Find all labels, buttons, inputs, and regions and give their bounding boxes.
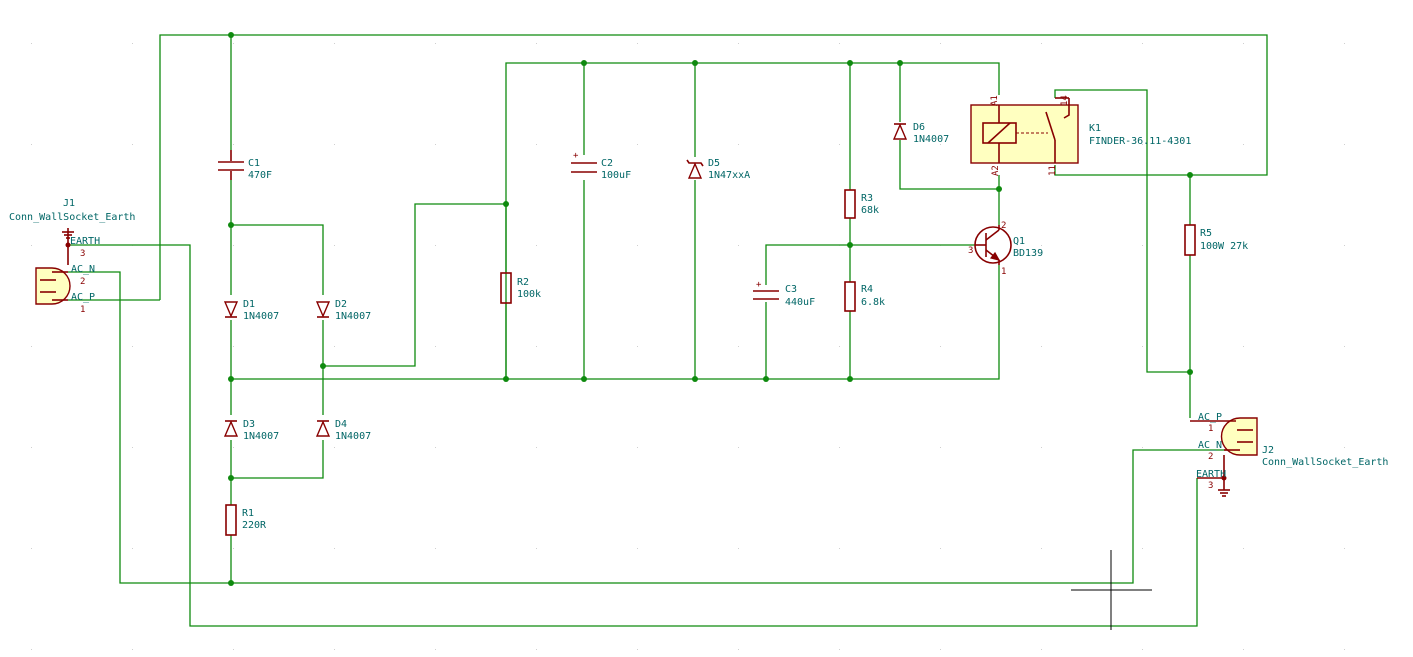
j1-pin2: 2 [80,277,85,287]
d5-value: 1N47xxA [708,170,750,181]
svg-text:+: + [573,151,579,161]
j2-acn-label: AC_N [1198,440,1222,451]
resistor-r3[interactable]: R3 68k [844,189,879,219]
resistor-r5[interactable]: R5 100W 27k [1184,224,1248,256]
d2-value: 1N4007 [335,311,371,322]
diode-d2[interactable]: D2 1N4007 [315,299,371,322]
d4-value: 1N4007 [335,431,371,442]
wires [68,34,1268,627]
wire-rect-out [323,203,506,367]
crosshair-cursor-icon [1071,550,1152,630]
connector-j2[interactable]: J2 Conn_WallSocket_Earth AC_P 1 AC_N 2 E… [1190,412,1388,497]
wire-c1-d2 [231,224,324,295]
r3-value: 68k [861,205,879,216]
r4-ref: R4 [861,284,873,295]
d3-ref: D3 [243,419,255,430]
c1-ref: C1 [248,158,260,169]
wire-j1-acn [68,271,1230,584]
wire-d6-bot [899,140,1000,190]
wire-k1-11 [1054,165,1190,176]
j2-value: Conn_WallSocket_Earth [1262,457,1388,468]
k1-pin-14: 14 [1060,95,1070,106]
relay-k1[interactable]: A1 A2 14 11 K1 FINDER-36.11-4301 [970,95,1191,176]
r5-ref: R5 [1200,228,1212,239]
capacitor-c3[interactable]: + C3 440uF [753,280,815,308]
d6-value: 1N4007 [913,134,949,145]
d1-value: 1N4007 [243,311,279,322]
resistor-r4[interactable]: R4 6.8k [844,281,885,312]
r2-ref: R2 [517,277,529,288]
diode-d1[interactable]: D1 1N4007 [223,299,279,322]
wire-d3-d4 [231,440,324,479]
j2-pin1: 1 [1208,424,1213,434]
r5-value: 100W 27k [1200,241,1248,252]
q1-ref: Q1 [1013,236,1025,247]
j1-ref: J1 [63,198,75,209]
wire-ground-rail [231,265,1000,380]
c2-value: 100uF [601,170,631,181]
wire-base [765,244,975,285]
diode-d6[interactable]: D6 1N4007 [892,122,949,145]
wire-j1-earth [68,244,1198,627]
r1-value: 220R [242,520,267,531]
k1-pin-a1: A1 [990,95,1000,106]
j2-pin3: 3 [1208,481,1213,491]
q1-pin1: 1 [1001,267,1006,277]
r4-value: 6.8k [861,297,885,308]
j1-pin3: 3 [80,249,85,259]
d6-ref: D6 [913,122,925,133]
q1-pin2: 2 [1001,221,1006,231]
j1-earth-label: EARTH [70,236,100,247]
c2-ref: C2 [601,158,613,169]
connector-j1[interactable]: J1 Conn_WallSocket_Earth EARTH 3 AC_N 2 … [9,198,135,315]
capacitor-c1[interactable]: C1 470F [218,150,272,181]
j1-acn-label: AC_N [71,264,95,275]
wire-top-loop [159,34,1268,300]
k1-ref: K1 [1089,123,1101,134]
j1-pin1: 1 [80,305,85,315]
wire-k1-14 [1054,89,1190,373]
j2-pin2: 2 [1208,452,1213,462]
d5-ref: D5 [708,158,720,169]
j1-value: Conn_WallSocket_Earth [9,212,135,223]
j2-earth-label: EARTH [1196,469,1226,480]
resistor-r2[interactable]: R2 100k [500,272,541,304]
j1-acp-label: AC_P [71,292,95,303]
c3-ref: C3 [785,284,797,295]
q1-value: BD139 [1013,248,1043,259]
k1-pin-a2: A2 [991,165,1001,176]
diode-d3[interactable]: D3 1N4007 [223,419,279,442]
zener-d5[interactable]: D5 1N47xxA [686,158,750,181]
svg-text:+: + [756,280,762,290]
resistor-r1[interactable]: R1 220R [225,504,267,536]
r2-value: 100k [517,289,541,300]
d2-ref: D2 [335,299,347,310]
c3-value: 440uF [785,297,815,308]
k1-value: FINDER-36.11-4301 [1089,136,1191,147]
j2-acp-label: AC_P [1198,412,1222,423]
d4-ref: D4 [335,419,347,430]
j2-ref: J2 [1262,445,1274,456]
d1-ref: D1 [243,299,255,310]
q1-pin3: 3 [968,246,973,256]
k1-pin-11: 11 [1048,165,1058,176]
transistor-q1[interactable]: 2 3 1 Q1 BD139 [968,221,1043,277]
d3-value: 1N4007 [243,431,279,442]
r1-ref: R1 [242,508,254,519]
capacitor-c2[interactable]: + C2 100uF [571,151,631,181]
diode-d4[interactable]: D4 1N4007 [315,419,371,442]
c1-value: 470F [248,170,272,181]
r3-ref: R3 [861,193,873,204]
